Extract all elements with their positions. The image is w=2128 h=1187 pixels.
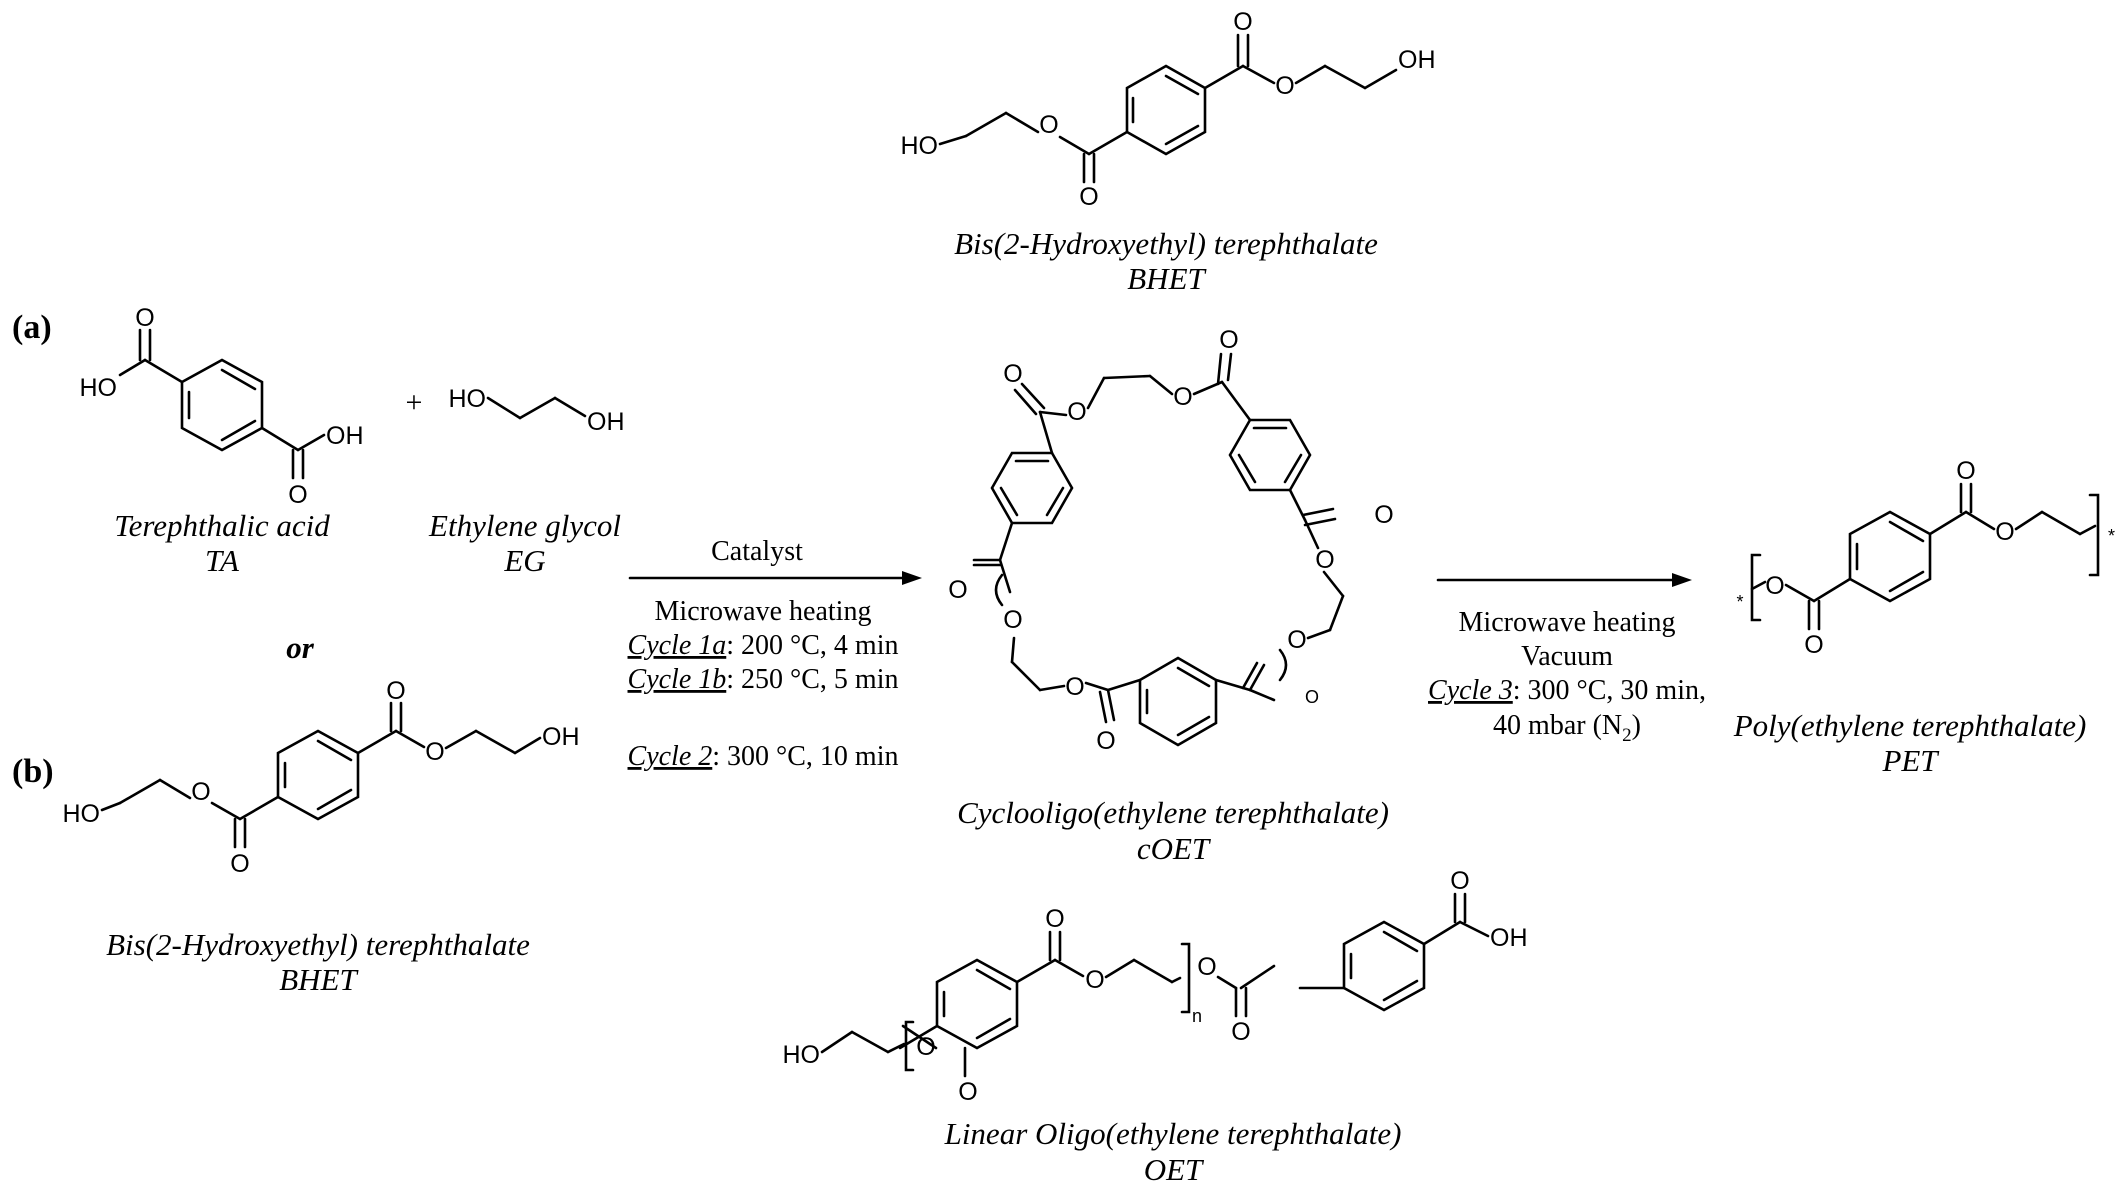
- atom-o: O: [1374, 501, 1393, 529]
- arrow-1: [628, 571, 922, 585]
- atom-o: O: [1287, 626, 1306, 654]
- atom-o: O: [1197, 953, 1216, 981]
- atom-o: O: [1765, 572, 1784, 600]
- pressure-post: ): [1632, 710, 1641, 741]
- atom-o: O: [1233, 8, 1252, 36]
- atom-o: O: [135, 304, 154, 332]
- oet-structure: HO O O O O n O O O OH: [783, 867, 1528, 1106]
- atom-o: O: [386, 677, 405, 705]
- coet-name: Cyclooligo(ethylene terephthalate): [957, 795, 1389, 830]
- pressure: 40 mbar (N2): [1493, 710, 1641, 746]
- coet-abbr: cOET: [1137, 831, 1212, 866]
- atom-o: O: [948, 576, 967, 604]
- end-star-right: *: [2108, 526, 2115, 546]
- oet-abbr: OET: [1144, 1152, 1205, 1187]
- bhet-b-name: Bis(2-Hydroxyethyl) terephthalate: [106, 927, 530, 962]
- cycle1b-label: Cycle 1b: [628, 664, 727, 695]
- bhet-top-abbr: BHET: [1127, 261, 1207, 296]
- atom-o: O: [191, 778, 210, 806]
- bhet-b-structure: O O OH O O HO: [63, 677, 580, 878]
- cycle1a-label: Cycle 1a: [628, 630, 727, 661]
- atom-oh: OH: [1490, 924, 1528, 952]
- cycle3-value: : 300 °C, 30 min,: [1513, 675, 1706, 706]
- arrow1-top: Catalyst: [711, 536, 803, 567]
- atom-oh: OH: [1398, 46, 1436, 74]
- atom-ho: HO: [449, 385, 487, 413]
- atom-o: O: [1067, 398, 1086, 426]
- arrow2-line1: Microwave heating: [1459, 607, 1676, 638]
- atom-o: O: [230, 850, 249, 878]
- repeat-n: n: [1192, 1006, 1202, 1026]
- atom-o-small: O: [1305, 687, 1319, 707]
- cycle1b-value: : 250 °C, 5 min: [726, 664, 898, 695]
- atom-o: O: [1450, 867, 1469, 895]
- arrow-2: [1436, 573, 1692, 587]
- atom-o: O: [1275, 72, 1294, 100]
- bhet-b-abbr: BHET: [279, 962, 359, 997]
- eg-structure: HO OH: [449, 385, 625, 436]
- atom-o: O: [1219, 326, 1238, 354]
- ta-abbr: TA: [205, 543, 240, 578]
- ta-structure: O HO O OH: [80, 304, 364, 509]
- cycle1a: Cycle 1a: 200 °C, 4 min: [628, 630, 899, 661]
- atom-oh: OH: [326, 422, 364, 450]
- coet-structure: O O O O O O O O O O O O: [948, 326, 1393, 755]
- atom-o: O: [1003, 606, 1022, 634]
- cycle1b: Cycle 1b: 250 °C, 5 min: [628, 664, 899, 695]
- cycle2: Cycle 2: 300 °C, 10 min: [628, 741, 899, 772]
- pressure-pre: 40 mbar (N: [1493, 710, 1622, 741]
- atom-ho: HO: [901, 132, 939, 160]
- atom-o: O: [958, 1078, 977, 1106]
- atom-o: O: [425, 738, 444, 766]
- arrow1-line1: Microwave heating: [655, 596, 872, 627]
- atom-oh: OH: [542, 723, 580, 751]
- atom-o: O: [1045, 905, 1064, 933]
- atom-o: O: [1079, 183, 1098, 211]
- atom-o: O: [1995, 518, 2014, 546]
- cycle3-label: Cycle 3: [1428, 675, 1513, 706]
- atom-o: O: [1173, 383, 1192, 411]
- oet-name: Linear Oligo(ethylene terephthalate): [944, 1116, 1402, 1151]
- atom-o: O: [916, 1033, 935, 1061]
- atom-o: O: [1956, 457, 1975, 485]
- label-a: (a): [12, 309, 52, 346]
- ta-name: Terephthalic acid: [114, 508, 330, 543]
- pet-abbr: PET: [1881, 743, 1940, 778]
- atom-ho: HO: [783, 1041, 821, 1069]
- atom-o: O: [1315, 546, 1334, 574]
- atom-o: O: [288, 481, 307, 509]
- arrow2-line2: Vacuum: [1521, 641, 1613, 672]
- cycle3: Cycle 3: 300 °C, 30 min,: [1428, 675, 1706, 706]
- bhet-top-structure: O O OH O O HO: [901, 8, 1436, 211]
- pet-structure: O O O O * *: [1736, 457, 2115, 659]
- eg-name: Ethylene glycol: [428, 508, 621, 543]
- bhet-top-name: Bis(2-Hydroxyethyl) terephthalate: [954, 226, 1378, 261]
- atom-ho: HO: [63, 800, 101, 828]
- label-b: (b): [12, 753, 54, 790]
- cycle2-value: : 300 °C, 10 min: [712, 741, 898, 772]
- cycle1a-value: : 200 °C, 4 min: [726, 630, 898, 661]
- atom-ho: HO: [80, 374, 118, 402]
- cycle2-label: Cycle 2: [628, 741, 713, 772]
- end-star-left: *: [1736, 592, 1743, 612]
- plus-sign: +: [406, 386, 423, 419]
- atom-o: O: [1065, 673, 1084, 701]
- atom-o: O: [1039, 111, 1058, 139]
- atom-o: O: [1231, 1018, 1250, 1046]
- atom-o: O: [1003, 360, 1022, 388]
- atom-o: O: [1085, 966, 1104, 994]
- label-or: or: [286, 630, 315, 665]
- atom-o: O: [1096, 727, 1115, 755]
- pressure-sub: 2: [1622, 725, 1632, 746]
- atom-oh: OH: [587, 408, 625, 436]
- atom-o: O: [1804, 631, 1823, 659]
- eg-abbr: EG: [503, 543, 545, 578]
- pet-name: Poly(ethylene terephthalate): [1733, 708, 2087, 743]
